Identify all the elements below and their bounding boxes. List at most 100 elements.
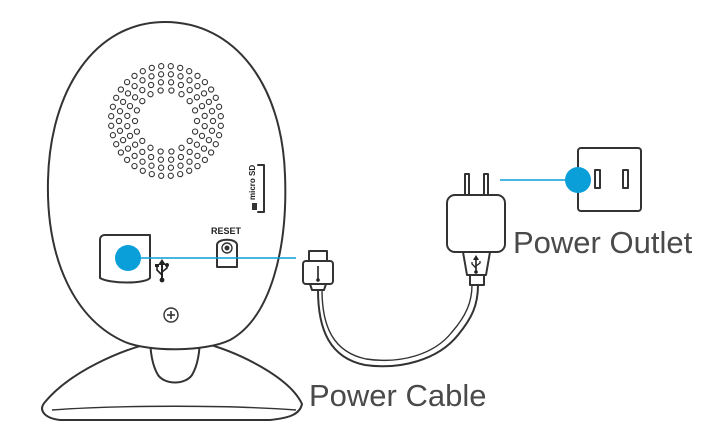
speaker-hole — [217, 122, 224, 129]
speaker-hole — [168, 148, 175, 155]
speaker-hole — [186, 158, 193, 165]
speaker-hole — [186, 86, 193, 94]
speaker-hole — [191, 128, 199, 135]
speaker-hole — [200, 145, 208, 152]
speaker-hole — [123, 156, 131, 164]
speaker-hole — [131, 94, 139, 101]
speaker-hole — [124, 122, 131, 130]
speaker-hole — [124, 145, 132, 152]
speaker-hole — [139, 97, 146, 105]
speaker-hole — [139, 68, 146, 75]
speaker-hole — [139, 86, 146, 94]
speaker-hole — [186, 148, 193, 156]
speaker-hole — [167, 164, 175, 171]
speaker-hole — [131, 152, 138, 160]
speaker-hole — [191, 107, 199, 114]
speaker-hole — [131, 162, 138, 170]
speaker-hole — [207, 86, 215, 93]
reset-button: RESET — [211, 226, 242, 268]
speaker-hole — [198, 102, 206, 110]
speaker-hole — [108, 113, 115, 120]
speaker-hole — [124, 112, 131, 120]
speaker-hole — [117, 86, 125, 93]
speaker-hole — [131, 82, 138, 90]
speaker-hole — [148, 162, 155, 169]
speaker-hole — [186, 77, 193, 84]
speaker-hole — [205, 136, 213, 144]
speaker-hole — [177, 170, 184, 178]
speaker-hole — [158, 172, 165, 179]
usb-icon — [471, 255, 481, 274]
speaker-hole — [194, 162, 201, 170]
speaker-hole — [194, 152, 201, 160]
speaker-hole — [158, 63, 165, 70]
speaker-hole — [177, 73, 184, 80]
power-adapter — [446, 173, 506, 286]
speaker-hole — [198, 132, 206, 140]
speaker-hole — [133, 107, 141, 114]
usb-icon — [155, 259, 169, 283]
speaker-hole — [148, 170, 155, 178]
speaker-hole — [168, 87, 175, 94]
speaker-hole — [109, 103, 117, 110]
speaker-hole — [139, 137, 146, 145]
speaker-hole — [115, 117, 123, 125]
speaker-hole — [201, 78, 209, 86]
speaker-hole — [201, 156, 209, 164]
speaker-hole — [147, 144, 154, 151]
speaker-hole — [177, 162, 184, 169]
speaker-hole — [186, 68, 193, 75]
speaker-hole — [117, 149, 125, 156]
speaker-hole — [157, 148, 164, 155]
speaker-hole — [201, 122, 208, 130]
speaker-hole — [147, 91, 154, 98]
speaker-hole — [131, 117, 139, 125]
micro-sd-slot: micro SD — [248, 164, 265, 213]
speaker-hole — [139, 158, 146, 165]
screw-icon — [163, 307, 179, 323]
speaker-hole — [108, 122, 115, 129]
micro-sd-label: micro SD — [248, 165, 257, 200]
callout-dot-usb — [115, 245, 141, 271]
speaker-hole — [113, 141, 120, 148]
speaker-hole — [186, 137, 193, 145]
speaker-hole — [157, 87, 164, 94]
speaker-hole — [205, 98, 213, 106]
speaker-hole — [178, 144, 185, 151]
speaker-hole — [119, 136, 127, 144]
speaker-hole — [148, 64, 155, 72]
micro-usb-connector — [302, 250, 334, 291]
speaker-hole — [167, 63, 174, 70]
speaker-hole — [200, 90, 208, 97]
speaker-hole — [126, 102, 134, 110]
speaker-hole — [193, 141, 201, 148]
speaker-hole — [157, 156, 165, 163]
usb-port-recess — [99, 234, 151, 284]
speaker-hole — [193, 117, 201, 125]
speaker-hole — [186, 97, 193, 105]
speaker-hole — [113, 94, 120, 101]
speaker-hole — [139, 148, 146, 156]
callout-dot-outlet — [565, 167, 591, 193]
speaker-hole — [109, 132, 117, 139]
speaker-hole — [167, 71, 175, 78]
speaker-hole — [201, 112, 208, 120]
power-cable-label: Power Cable — [309, 378, 486, 413]
speaker-hole — [139, 77, 146, 84]
speaker-hole — [207, 149, 215, 156]
speaker-hole — [123, 78, 131, 86]
speaker-hole — [124, 90, 132, 97]
speaker-hole — [177, 153, 185, 161]
speaker-hole — [177, 81, 185, 89]
power-outlet-label: Power Outlet — [513, 225, 693, 260]
speaker-hole — [178, 91, 185, 98]
speaker-hole — [215, 132, 223, 139]
speaker-hole — [177, 64, 184, 72]
speaker-hole — [147, 81, 155, 89]
speaker-hole — [157, 79, 165, 86]
speaker-hole — [167, 156, 175, 163]
speaker-hole — [116, 127, 124, 134]
speaker-hole — [215, 103, 223, 110]
speaker-hole — [119, 98, 127, 106]
